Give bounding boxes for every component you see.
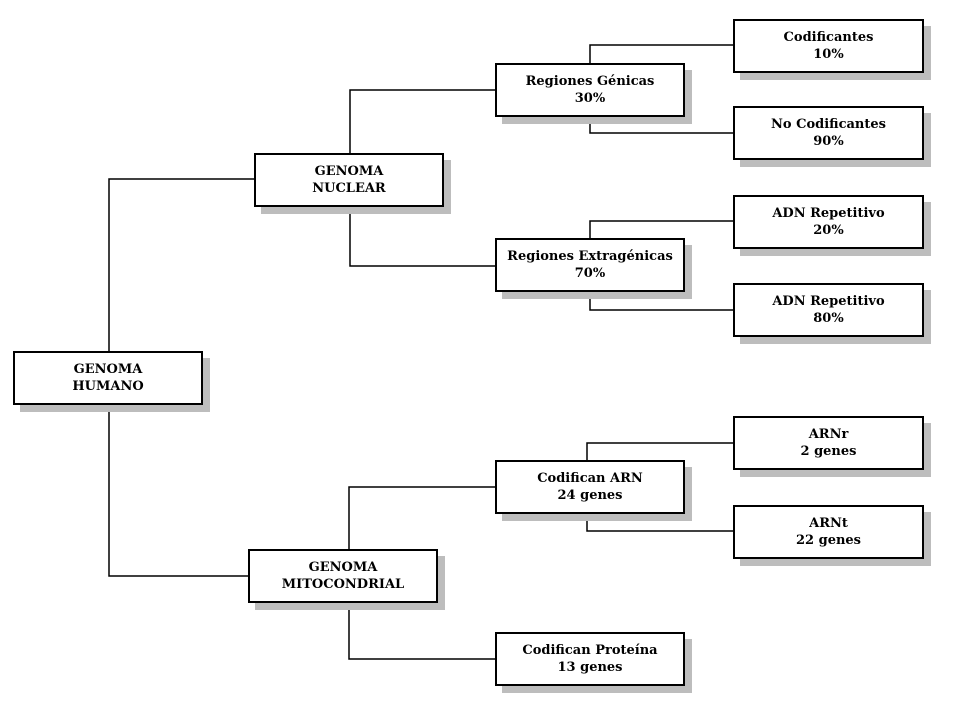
node-line: 2 genes	[800, 444, 857, 459]
node-line: ADN Repetitivo	[772, 294, 885, 309]
connector-nuclear-genicas	[349, 89, 495, 153]
node-line: 20%	[813, 223, 844, 238]
connector-genicas-codificantes	[589, 44, 733, 63]
connector-genicas-nocodificantes	[589, 117, 733, 134]
node-line: 22 genes	[795, 533, 862, 548]
connector-mitocondrial-arn	[348, 486, 495, 549]
node-line: Codifican ARN	[537, 471, 643, 486]
connector-mitocondrial-proteina	[348, 603, 495, 660]
node-arnt: ARNt 22 genes	[733, 505, 924, 559]
node-codificantes: Codificantes 10%	[733, 19, 924, 73]
node-line: ARNr	[808, 427, 849, 442]
connector-extragenicas-adn20	[589, 220, 733, 238]
connector-extragenicas-adn80	[589, 292, 733, 311]
node-line: No Codificantes	[771, 117, 886, 132]
node-line: 70%	[574, 266, 606, 281]
connector-humano-nuclear	[108, 178, 254, 351]
connector-nuclear-extragenicas	[349, 207, 495, 267]
node-no-codificantes: No Codificantes 90%	[733, 106, 924, 160]
node-line: 10%	[813, 47, 844, 62]
node-line: GENOMA	[73, 362, 143, 377]
node-line: GENOMA	[308, 560, 378, 575]
node-genoma-humano: GENOMA HUMANO	[13, 351, 203, 405]
node-genoma-nuclear: GENOMA NUCLEAR	[254, 153, 444, 207]
node-adn-repetitivo-80: ADN Repetitivo 80%	[733, 283, 924, 337]
node-line: Codificantes	[783, 30, 874, 45]
connector-humano-mitocondrial	[108, 405, 248, 577]
node-line: 90%	[813, 134, 844, 149]
node-line: 24 genes	[557, 488, 623, 503]
node-line: GENOMA	[314, 164, 384, 179]
node-line: ADN Repetitivo	[772, 206, 885, 221]
node-arnr: ARNr 2 genes	[733, 416, 924, 470]
connector-arn-arnt	[586, 514, 733, 532]
node-regiones-extragenicas: Regiones Extragénicas 70%	[495, 238, 685, 292]
node-line: Regiones Génicas	[525, 74, 655, 89]
node-line: HUMANO	[72, 379, 144, 394]
node-line: Codifican Proteína	[522, 643, 658, 658]
node-codifican-proteina: Codifican Proteína 13 genes	[495, 632, 685, 686]
node-codifican-arn: Codifican ARN 24 genes	[495, 460, 685, 514]
node-line: 13 genes	[557, 660, 623, 675]
node-line: MITOCONDRIAL	[281, 577, 405, 592]
node-line: Regiones Extragénicas	[507, 249, 673, 264]
node-line: NUCLEAR	[312, 181, 386, 196]
node-line: 80%	[813, 311, 844, 326]
node-genoma-mitocondrial: GENOMA MITOCONDRIAL	[248, 549, 438, 603]
connector-arn-arnr	[586, 442, 733, 460]
node-regiones-genicas: Regiones Génicas 30%	[495, 63, 685, 117]
node-adn-repetitivo-20: ADN Repetitivo 20%	[733, 195, 924, 249]
node-line: 30%	[574, 91, 606, 106]
node-line: ARNt	[809, 516, 848, 531]
